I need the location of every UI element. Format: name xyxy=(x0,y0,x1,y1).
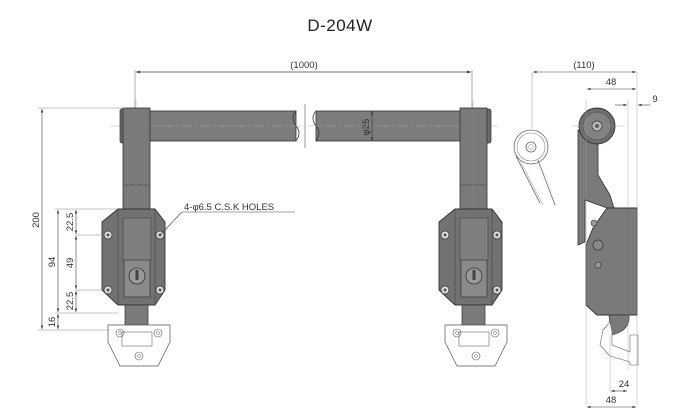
vertical-dimensions: 200 94 22.5 49 22.5 16 xyxy=(31,107,125,331)
spring-detail xyxy=(513,72,556,206)
hole-note: 4-φ6.5 C.S.K HOLES xyxy=(159,202,295,236)
dimension-overall-width: (1000) xyxy=(134,60,473,110)
dim-1000-label: (1000) xyxy=(290,60,317,71)
csk-hole-icon xyxy=(440,230,502,295)
hole-note-text: 4-φ6.5 C.S.K HOLES xyxy=(184,202,274,213)
drawing-title: D-204W xyxy=(307,16,373,35)
dim-49: 49 xyxy=(65,258,76,269)
dim-22-5-upper: 22.5 xyxy=(65,213,76,232)
dim-16: 16 xyxy=(47,317,58,328)
dim-94: 94 xyxy=(47,257,58,268)
handle-bar: φ25 xyxy=(110,104,500,148)
dim-22-5-lower: 22.5 xyxy=(65,292,76,311)
dim-9: 9 xyxy=(652,94,657,105)
right-latch-assembly xyxy=(438,100,508,367)
left-latch-assembly xyxy=(101,100,171,367)
dim-48-bottom: 48 xyxy=(606,395,617,406)
side-view: (110) 48 9 24 48 xyxy=(513,60,658,409)
dim-bar-diameter: φ25 xyxy=(361,119,372,136)
dim-24: 24 xyxy=(619,379,630,390)
dim-48-top: 48 xyxy=(606,77,617,88)
dim-110: (110) xyxy=(573,60,594,71)
dim-200: 200 xyxy=(31,212,42,228)
